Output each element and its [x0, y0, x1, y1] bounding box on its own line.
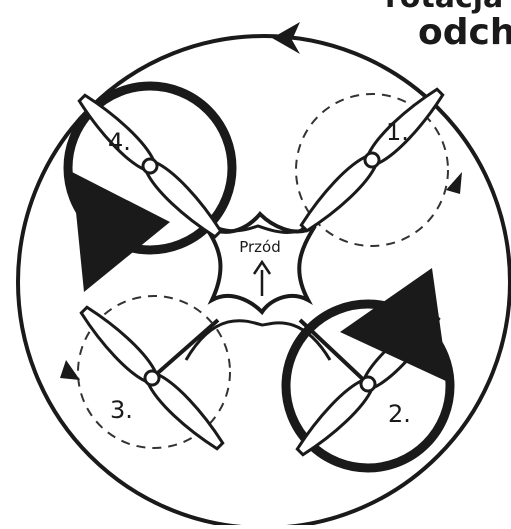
- rotor-4-hub: [143, 159, 157, 173]
- rotor-4-number: 4.: [108, 128, 131, 156]
- rotor-4-arrow-icon: [72, 172, 170, 292]
- rotor-3-number: 3.: [110, 396, 133, 424]
- rotor-3-hub: [145, 371, 159, 385]
- rotor-2: 2.: [286, 268, 450, 468]
- heading: odch: [418, 12, 511, 53]
- rotor-3-arrow-icon: [60, 360, 80, 380]
- rotor-1-hub: [365, 153, 379, 167]
- rotor-1-number: 1.: [386, 118, 409, 146]
- front-label: Przód: [239, 238, 281, 256]
- rotor-4: 4.: [68, 86, 232, 292]
- rotor-2-number: 2.: [388, 400, 411, 428]
- rotor-3: 3.: [60, 296, 230, 454]
- arm-3: [152, 320, 218, 378]
- rotor-2-hub: [361, 377, 375, 391]
